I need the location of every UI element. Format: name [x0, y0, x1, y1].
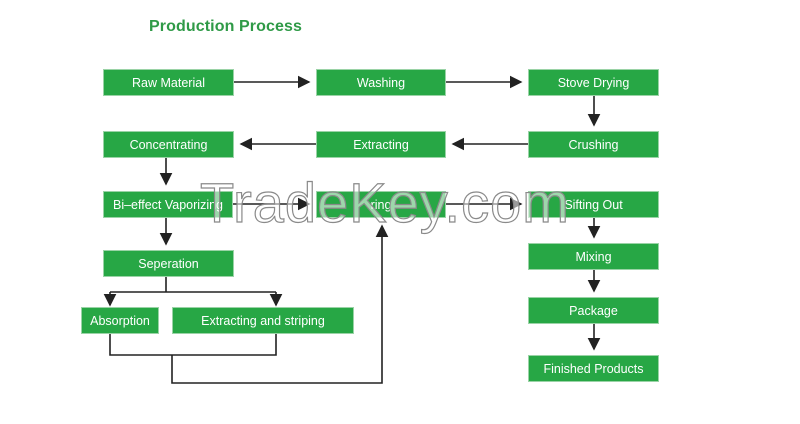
- step-extracting-and-striping: Extracting and striping: [172, 307, 354, 334]
- step-stove-drying: Stove Drying: [528, 69, 659, 96]
- diagram-title: Production Process: [149, 18, 302, 35]
- step-extracting: Extracting: [316, 131, 446, 158]
- step-mixing: Mixing: [528, 243, 659, 270]
- merge-bracket: [109, 334, 277, 356]
- step-crushing: Crushing: [528, 131, 659, 158]
- step-concentrating: Concentrating: [103, 131, 234, 158]
- step-washing: Washing: [316, 69, 446, 96]
- step-bi-effect-vaporizing: Bi–effect Vaporizing: [103, 191, 233, 218]
- return-line: [171, 224, 389, 384]
- step-raw-material: Raw Material: [103, 69, 234, 96]
- step-sifting-out: Sifting Out: [528, 191, 659, 218]
- step-absorption: Absorption: [81, 307, 159, 334]
- step-seperation: Seperation: [103, 250, 234, 277]
- step-filtering: ring: [316, 191, 446, 218]
- step-finished-products: Finished Products: [528, 355, 659, 382]
- step-package: Package: [528, 297, 659, 324]
- cropped-caption: [255, 412, 495, 424]
